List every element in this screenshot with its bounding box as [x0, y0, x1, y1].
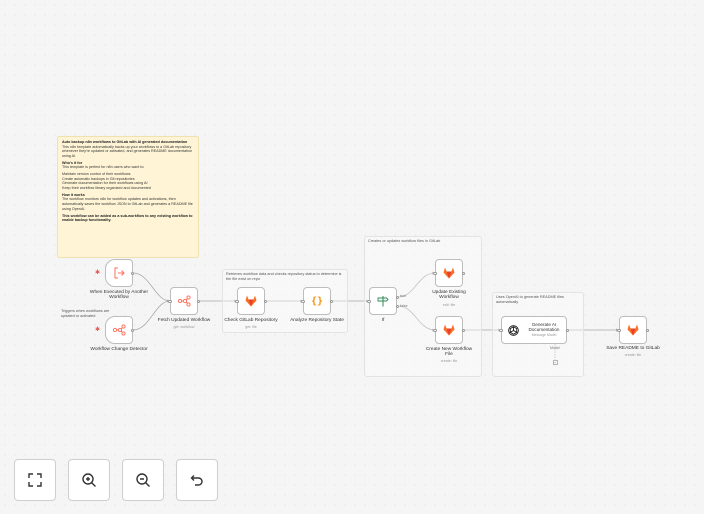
- input-port[interactable]: [168, 299, 172, 303]
- input-port[interactable]: [617, 328, 621, 332]
- output-port-false[interactable]: [396, 304, 400, 308]
- sticky-who-text: This template is perfect for n8n users w…: [62, 165, 145, 170]
- sticky-bullet: Maintain version control of their workfl…: [62, 172, 131, 177]
- output-port[interactable]: [462, 271, 466, 275]
- node-exec-trigger[interactable]: [105, 259, 133, 287]
- undo-icon: [190, 475, 203, 486]
- node-label: Generate AI Documentation: [528, 321, 560, 332]
- input-port[interactable]: [433, 328, 437, 332]
- sticky-bullet: Create automatic backups in Git reposito…: [62, 176, 135, 181]
- node-update-existing[interactable]: [435, 259, 463, 287]
- fit-view-icon: [28, 473, 42, 487]
- node-label: Fetch Updated Workflow: [157, 318, 211, 323]
- zoom-out-icon: [136, 473, 150, 487]
- edge-exec-to-fetch: [132, 272, 171, 302]
- zoom-in-icon: [82, 473, 96, 487]
- node-label: Save README to GitLab: [606, 346, 660, 351]
- sticky-intro: This n8n template automatically backs up…: [62, 144, 193, 158]
- node-label: Create New Workflow File: [425, 347, 473, 358]
- trigger-bolt-icon: ✱: [95, 270, 101, 276]
- node-save-readme[interactable]: [619, 316, 647, 344]
- input-port[interactable]: [367, 299, 371, 303]
- model-add-button[interactable]: +: [552, 360, 558, 365]
- model-connector-label: Model: [550, 346, 560, 350]
- note-openai-text: Uses OpenAI to generate README files aut…: [496, 295, 564, 304]
- node-subtitle: get: workflow: [173, 324, 195, 329]
- node-label: When Executed by Another Workflow: [89, 290, 149, 301]
- node-generate-ai-docs[interactable]: Generate AI Documentation Message Model: [501, 316, 567, 344]
- sticky-title: Auto backup n8n workflows to GitLab with…: [62, 140, 188, 144]
- zoom-in-button[interactable]: [68, 459, 110, 501]
- node-fetch-workflow[interactable]: [170, 287, 198, 315]
- note-retrieve-text: Retrieves workflow data and checks repos…: [226, 272, 342, 281]
- node-subtitle: Message Model: [531, 333, 557, 338]
- n8n-icon: [177, 295, 191, 307]
- output-port[interactable]: [264, 299, 268, 303]
- openai-icon: [508, 324, 519, 336]
- node-check-gitlab[interactable]: [237, 287, 265, 315]
- sticky-note-text: This workflow can be added as a sub-work…: [62, 213, 193, 223]
- sticky-how-title: How it works: [62, 192, 85, 197]
- output-port[interactable]: [197, 299, 201, 303]
- output-port[interactable]: [566, 328, 570, 332]
- undo-button[interactable]: [176, 459, 218, 501]
- node-subtitle: create: file: [440, 359, 458, 363]
- gitlab-icon: [245, 295, 257, 307]
- input-port[interactable]: [499, 328, 503, 332]
- if-true-label: true: [400, 294, 407, 298]
- output-port-true[interactable]: [396, 295, 400, 299]
- signpost-icon: [377, 296, 389, 307]
- node-label: Workflow Change Detector: [90, 347, 148, 352]
- trigger-bolt-icon: ✱: [95, 327, 101, 333]
- n8n-icon: [112, 324, 126, 336]
- node-change-trigger[interactable]: [105, 316, 133, 344]
- output-port[interactable]: [330, 299, 334, 303]
- node-label: Analyze Repository State: [290, 318, 344, 323]
- node-subtitle: create: file: [624, 352, 642, 357]
- edge-change-to-fetch: [132, 300, 171, 331]
- note-triggers-text: Triggers when workflows are updated or a…: [61, 309, 110, 318]
- sticky-bullet: Generate documentation for their workflo…: [62, 181, 148, 186]
- note-triggers[interactable]: Triggers when workflows are updated or a…: [57, 306, 117, 324]
- gitlab-icon: [443, 324, 455, 336]
- input-port[interactable]: [433, 271, 437, 275]
- note-creates-text: Creates or updates workflow files in Git…: [368, 239, 441, 243]
- gitlab-icon: [443, 267, 455, 279]
- sticky-bullet: Keep their workflow library organized an…: [62, 185, 151, 190]
- node-label: Update Existing Workflow: [432, 290, 466, 301]
- node-label: Check GitLab Repository: [224, 318, 278, 323]
- output-port[interactable]: [131, 328, 135, 332]
- output-port[interactable]: [462, 328, 466, 332]
- edge-if-to-update: [397, 272, 436, 298]
- zoom-out-button[interactable]: [122, 459, 164, 501]
- node-label: If: [381, 318, 385, 323]
- gitlab-icon: [627, 324, 639, 336]
- node-subtitle: edit: file: [442, 302, 456, 307]
- node-analyze-state[interactable]: {}: [303, 287, 331, 315]
- output-port[interactable]: [646, 328, 650, 332]
- if-false-label: false: [400, 304, 408, 308]
- exit-icon: [114, 267, 125, 279]
- sticky-note-overview[interactable]: Auto backup n8n workflows to GitLab with…: [57, 136, 199, 258]
- input-port[interactable]: [235, 299, 239, 303]
- sticky-how-text: The workflow monitors n8n for workflow u…: [62, 197, 193, 211]
- node-create-new[interactable]: [435, 316, 463, 344]
- edge-if-to-create: [397, 305, 436, 331]
- node-subtitle: get: file: [245, 324, 257, 329]
- input-port[interactable]: [301, 299, 305, 303]
- fit-view-button[interactable]: [14, 459, 56, 501]
- code-braces-icon: {}: [310, 295, 324, 307]
- output-port[interactable]: [131, 271, 135, 275]
- node-if[interactable]: [369, 287, 397, 315]
- sticky-who-title: Who's it for: [62, 160, 83, 165]
